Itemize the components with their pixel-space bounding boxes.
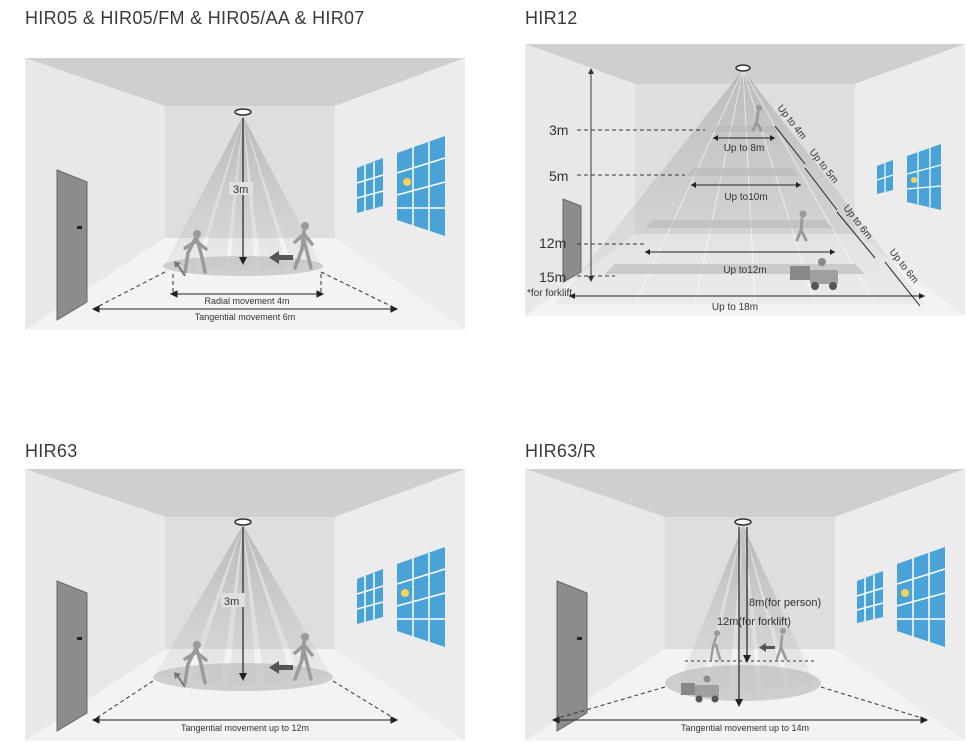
width-12m-label: Up to12m [723, 265, 766, 276]
sensor-icon [234, 108, 252, 116]
window-small [356, 158, 384, 213]
ceiling [525, 44, 965, 84]
left-arrow-icon [269, 251, 293, 264]
width-8m-label: Up to 8m [724, 143, 765, 154]
height-5m-label: 5m [549, 168, 568, 184]
window-large [896, 547, 946, 647]
ceiling [25, 469, 465, 517]
window-large [906, 144, 942, 210]
person-icon [751, 105, 763, 132]
width-18m-label: Up to 18m [712, 302, 758, 313]
forklift-footnote: *for forklift [527, 288, 572, 299]
window-small [856, 571, 884, 623]
window-large [396, 136, 446, 236]
room-diagram-hir05: 3m Radial movement 4m Tangential movemen… [25, 58, 465, 330]
sensor-icon [735, 64, 751, 72]
door [556, 580, 588, 732]
window-large [396, 547, 446, 647]
room-diagram-hir12: 3m 5m 12m 15m *for forklift Up to 8m Up … [525, 44, 965, 316]
height-15m-label: 15m [539, 269, 566, 285]
person-icon [795, 210, 808, 242]
panel-title-hir12: HIR12 [525, 8, 578, 28]
tangential-movement-label: Tangential movement up to 14m [681, 723, 809, 733]
radial-arrow [169, 290, 325, 298]
door [56, 169, 88, 321]
room-diagram-hir63r: 8m(for person) 12m(for forklift) Tangent… [525, 469, 965, 741]
window-small [876, 160, 894, 194]
height-label: 3m [224, 596, 239, 608]
tangential-movement-label: Tangential movement up to 12m [181, 723, 309, 733]
room-diagram-hir63: 3m Tangential movement up to 12m [25, 469, 465, 741]
tangential-arrow [91, 305, 399, 313]
sensor-beams [165, 116, 321, 270]
height-person-label: 8m(for person) [749, 597, 821, 609]
panel-title-hir05: HIR05 & HIR05/FM & HIR05/AA & HIR07 [25, 8, 365, 28]
height-12m-label: 12m [539, 235, 566, 251]
door-handle [77, 226, 82, 229]
left-arrow-icon [759, 643, 775, 652]
window-small [356, 569, 384, 624]
left-arrow-icon [269, 661, 293, 674]
height-label: 3m [233, 184, 248, 196]
sensor-beams [155, 525, 331, 685]
sensor-icon [234, 518, 252, 526]
tangential-arrow [91, 716, 399, 724]
tangential-arrow [551, 716, 929, 724]
radial-movement-label: Radial movement 4m [204, 296, 289, 306]
person-icon [293, 222, 314, 270]
forklift-icon [681, 675, 719, 703]
person-icon [293, 633, 314, 681]
ceiling [25, 58, 465, 106]
sensor-beams [679, 525, 815, 691]
width-10m-label: Up to10m [724, 192, 767, 203]
person-icon [775, 628, 788, 661]
floor [25, 238, 465, 330]
panel-title-hir63r: HIR63/R [525, 441, 597, 461]
person-icon [183, 641, 208, 685]
ceiling [525, 469, 965, 517]
door-handle [77, 637, 82, 640]
floor [25, 649, 465, 741]
walk-arrow-icon [174, 261, 186, 277]
door-handle [577, 637, 582, 640]
panel-title-hir63: HIR63 [25, 441, 78, 461]
forklift-icon [790, 258, 838, 290]
tangential-movement-label: Tangential movement 6m [195, 312, 296, 322]
door [56, 580, 88, 732]
person-icon [709, 630, 722, 661]
sensor-icon [734, 518, 752, 526]
person-icon [183, 230, 208, 274]
height-3m-label: 3m [549, 122, 568, 138]
sensor-beams [555, 70, 925, 304]
walk-arrow-icon [174, 672, 186, 688]
height-forklift-label: 12m(for forklift) [717, 616, 791, 628]
